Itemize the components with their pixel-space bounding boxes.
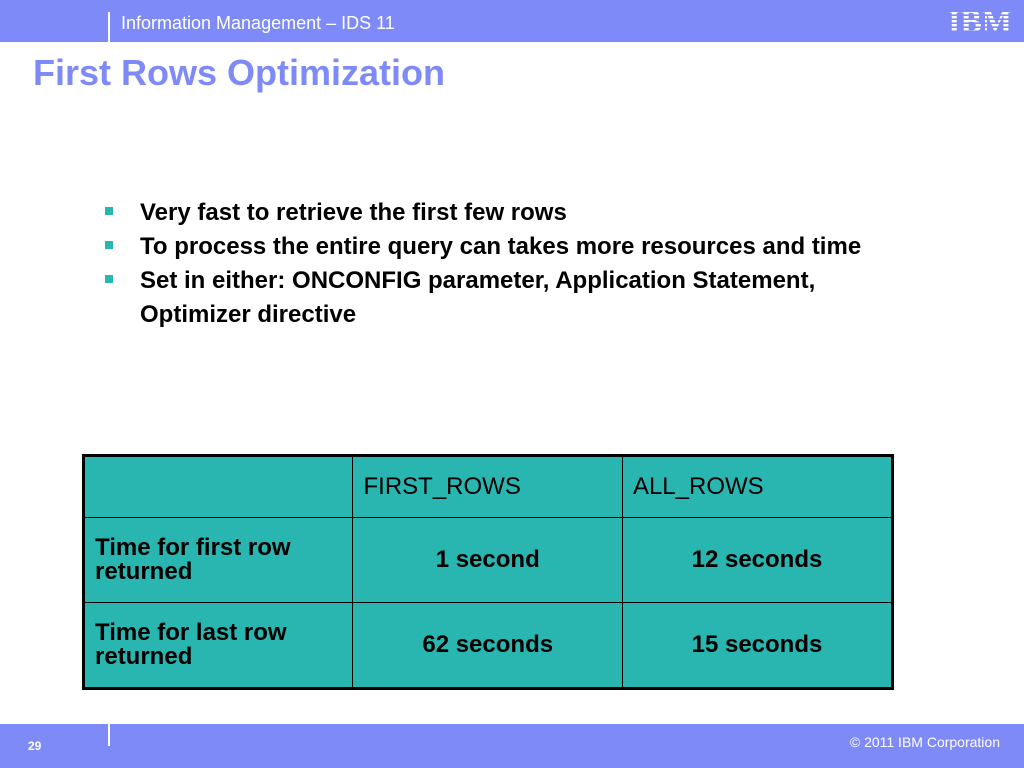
- bullet-item: Set in either: ONCONFIG parameter, Appli…: [102, 264, 902, 332]
- bullet-list: Very fast to retrieve the first few rows…: [102, 196, 902, 332]
- bullet-text: Very fast to retrieve the first few rows: [140, 199, 567, 226]
- bullet-item: To process the entire query can takes mo…: [102, 230, 902, 264]
- table-cell: 15 seconds: [621, 602, 894, 689]
- table-row: Time for first row returned 1 second 12 …: [82, 517, 894, 603]
- square-bullet-icon: [105, 207, 113, 215]
- table-cell: 12 seconds: [621, 517, 894, 603]
- header-text: Information Management – IDS 11: [121, 13, 395, 33]
- square-bullet-icon: [105, 241, 113, 249]
- bottom-bar: [0, 724, 1024, 768]
- top-bar: [0, 0, 1024, 42]
- table-header-row: FIRST_ROWS ALL_ROWS: [82, 455, 894, 518]
- comparison-table: FIRST_ROWS ALL_ROWS Time for first row r…: [82, 454, 894, 690]
- footer-divider: [108, 724, 110, 746]
- table-row: Time for last row returned 62 seconds 15…: [82, 602, 894, 689]
- square-bullet-icon: [105, 275, 113, 283]
- table-row-label: Time for first row returned: [82, 517, 354, 603]
- bullet-item: Very fast to retrieve the first few rows: [102, 196, 902, 230]
- table-row-label: Time for last row returned: [82, 602, 354, 689]
- table-header-cell: ALL_ROWS: [621, 455, 894, 518]
- page-number: 29: [28, 739, 42, 753]
- bullet-text: To process the entire query can takes mo…: [140, 233, 862, 260]
- table-header-cell: [82, 455, 354, 518]
- header-divider: [108, 12, 110, 42]
- table-cell: 62 seconds: [352, 602, 623, 689]
- copyright-notice: © 2011 IBM Corporation: [849, 734, 1000, 750]
- bullet-text: Set in either: ONCONFIG parameter, Appli…: [140, 267, 816, 328]
- ibm-logo: IBM: [944, 4, 1016, 36]
- table-header-cell: FIRST_ROWS: [352, 455, 623, 518]
- table-cell: 1 second: [352, 517, 623, 603]
- slide-title: First Rows Optimization: [33, 52, 446, 93]
